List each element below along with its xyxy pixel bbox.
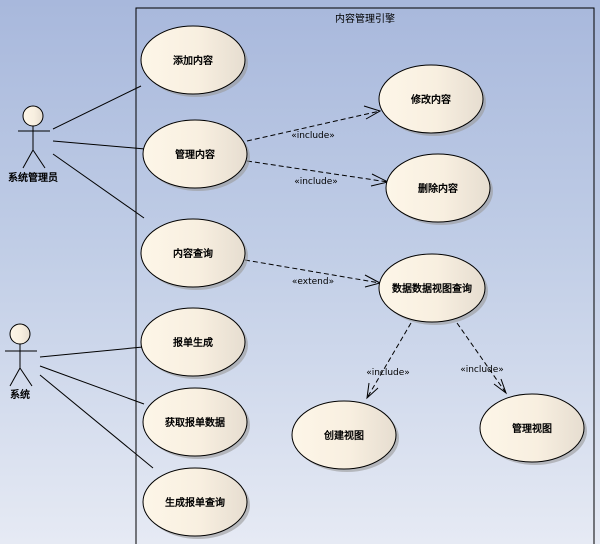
use-case-label: 修改内容 bbox=[410, 93, 451, 106]
use-case-label: 内容查询 bbox=[173, 247, 213, 260]
association-system-report-gen[interactable] bbox=[39, 346, 144, 358]
use-case-manage[interactable]: 管理内容 bbox=[142, 119, 250, 191]
stereotype-label: «include» bbox=[291, 131, 335, 141]
stick-figure-icon bbox=[18, 105, 50, 169]
use-case-gen-query[interactable]: 生成报单查询 bbox=[142, 467, 250, 539]
use-case-create-view[interactable]: 创建视图 bbox=[291, 400, 399, 472]
associations bbox=[39, 85, 154, 469]
use-case-add[interactable]: 添加内容 bbox=[140, 25, 248, 97]
association-system-gen-query[interactable] bbox=[39, 374, 154, 469]
actor-admin[interactable]: 系统管理员 bbox=[8, 105, 58, 184]
dependency-manage-modify[interactable]: «include» bbox=[246, 105, 382, 142]
stereotype-label: «include» bbox=[366, 368, 410, 378]
stereotype-label: «include» bbox=[294, 177, 338, 187]
use-case-fetch[interactable]: 获取报单数据 bbox=[142, 387, 250, 459]
use-case-delete[interactable]: 删除内容 bbox=[385, 153, 493, 225]
use-case-label: 删除内容 bbox=[418, 182, 458, 195]
actor-system[interactable]: 系统 bbox=[5, 323, 37, 401]
association-admin-manage[interactable] bbox=[52, 140, 146, 150]
use-case-label: 数据数据视图查询 bbox=[392, 282, 472, 295]
association-admin-add[interactable] bbox=[52, 85, 142, 130]
use-case-modify[interactable]: 修改内容 bbox=[378, 64, 486, 136]
dependencies: «include» «include» «extend» «include» «… bbox=[244, 105, 508, 400]
use-case-label: 管理视图 bbox=[512, 422, 552, 435]
stereotype-label: «extend» bbox=[292, 277, 334, 287]
use-case-label: 管理内容 bbox=[175, 148, 215, 161]
use-case-report-gen[interactable]: 报单生成 bbox=[140, 307, 248, 379]
dependency-dataview-create-view[interactable]: «include» bbox=[366, 322, 412, 400]
use-case-dataview[interactable]: 数据数据视图查询 bbox=[378, 253, 488, 325]
use-case-query[interactable]: 内容查询 bbox=[140, 218, 248, 290]
actor-label: 系统 bbox=[10, 388, 30, 401]
use-case-label: 添加内容 bbox=[173, 54, 213, 67]
use-case-label: 报单生成 bbox=[173, 336, 213, 349]
association-system-fetch[interactable] bbox=[39, 365, 145, 405]
dependency-manage-delete[interactable]: «include» bbox=[246, 160, 390, 187]
stick-figure-icon bbox=[5, 323, 37, 387]
actor-label: 系统管理员 bbox=[8, 171, 58, 184]
use-case-label: 创建视图 bbox=[323, 429, 364, 442]
stereotype-label: «include» bbox=[460, 365, 504, 375]
system-boundary-title: 内容管理引擎 bbox=[335, 12, 395, 25]
use-case-manage-view[interactable]: 管理视图 bbox=[479, 393, 587, 465]
use-case-label: 获取报单数据 bbox=[164, 416, 225, 429]
system-boundary[interactable]: 内容管理引擎 bbox=[135, 7, 595, 544]
dependency-dataview-manage-view[interactable]: «include» bbox=[456, 322, 508, 395]
dependency-query-dataview[interactable]: «extend» bbox=[244, 259, 382, 288]
association-admin-query[interactable] bbox=[52, 153, 145, 219]
use-case-label: 生成报单查询 bbox=[165, 496, 225, 509]
